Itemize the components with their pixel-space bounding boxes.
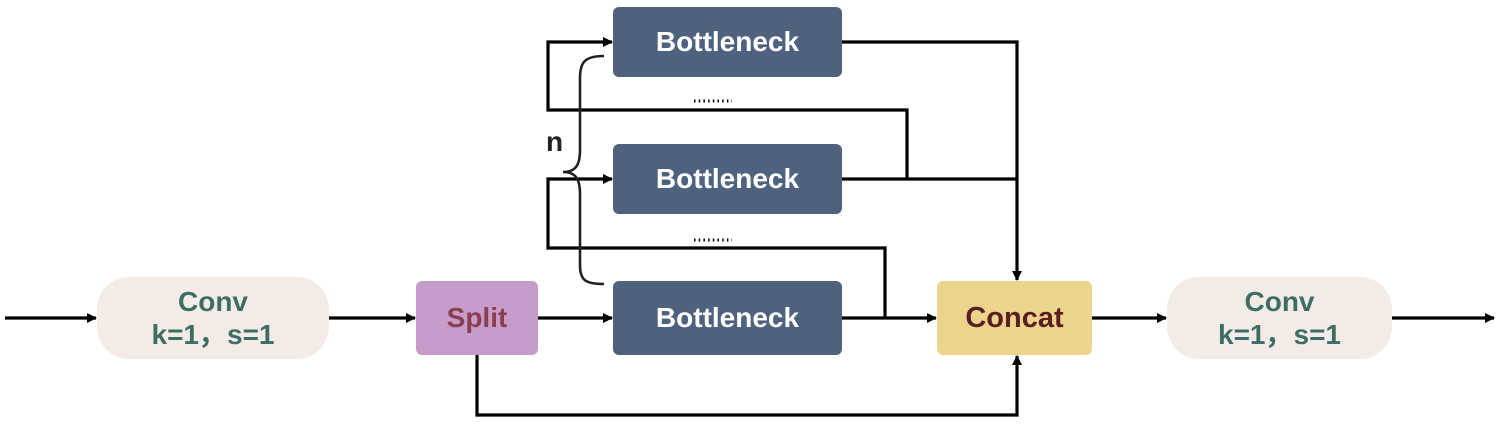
bottleneck-bot-label: Bottleneck [655,302,800,334]
repeat-count-label: n [546,126,564,157]
conv-output-block: Conv k=1，s=1 [1167,277,1392,359]
split-block: Split [416,281,538,355]
curly-brace-icon [562,54,605,286]
split-bypass-arrow [475,355,1022,417]
concat-label: Concat [965,301,1064,334]
conv-output-params: k=1，s=1 [1218,319,1341,350]
bottleneck-top-label: Bottleneck [655,26,800,58]
bottleneck-block-top: Bottleneck [613,7,842,77]
conv-input-title: Conv [178,285,248,317]
bottleneck-mid-label: Bottleneck [655,163,800,195]
bottleneck-bot-feedback-arrow [546,174,887,318]
conv-input-block: Conv k=1，s=1 [97,277,329,359]
bottleneck-top-to-concat-arrow [842,40,1022,281]
bottleneck-mid-feedback-arrow [546,37,909,179]
concat-block: Concat [937,281,1092,355]
conv-output-title: Conv [1244,285,1315,317]
split-label: Split [446,302,508,334]
conv-input-params: k=1，s=1 [151,319,275,350]
bottleneck-block-middle: Bottleneck [613,144,842,214]
bottleneck-block-bottom: Bottleneck [613,281,842,355]
